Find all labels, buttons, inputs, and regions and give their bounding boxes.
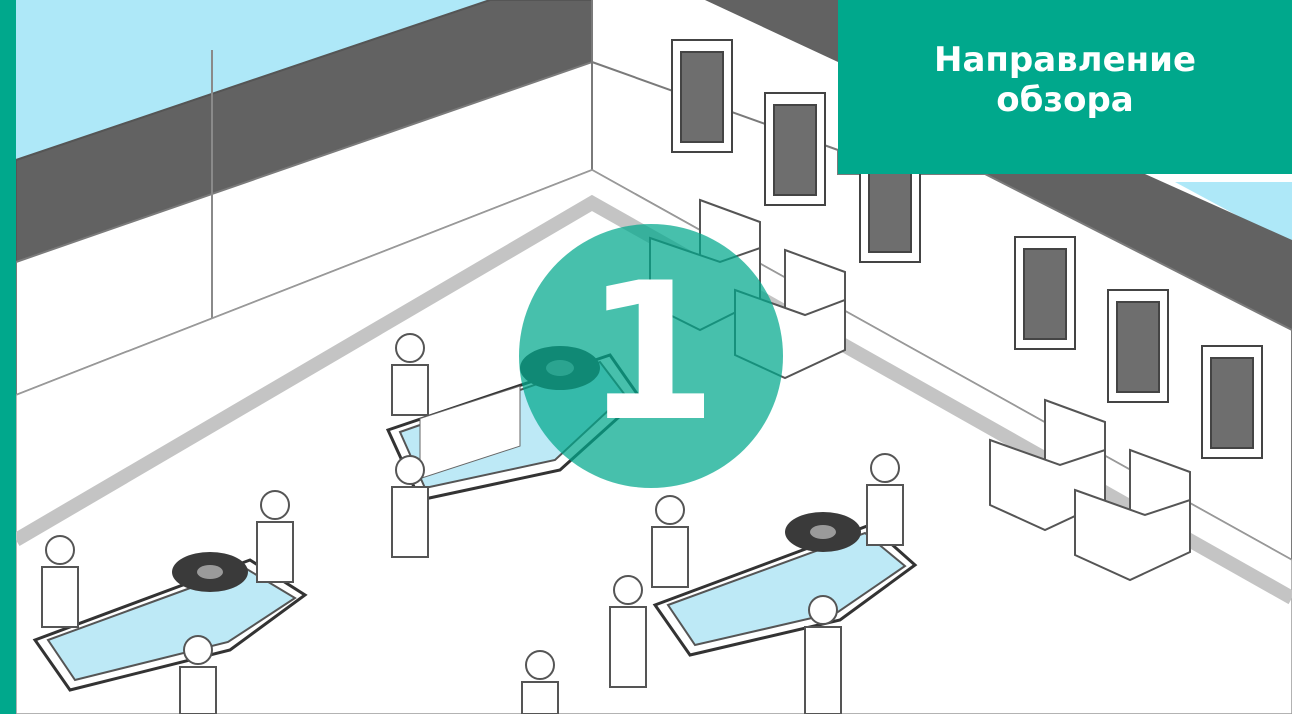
viewpoint-marker-number: 1 xyxy=(585,258,717,448)
view-direction-title-box: Направление обзора xyxy=(838,0,1292,174)
viewpoint-marker-1[interactable]: 1 xyxy=(519,224,783,488)
view-direction-title: Направление обзора xyxy=(934,40,1196,120)
left-accent-edge xyxy=(0,0,16,714)
